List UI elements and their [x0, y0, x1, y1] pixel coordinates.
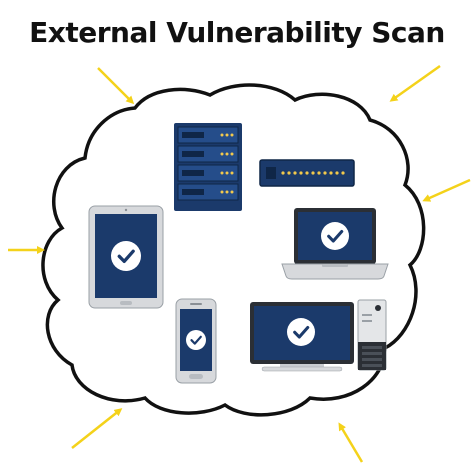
arrow-icon: [338, 422, 364, 463]
desktop-monitor-icon: [250, 302, 354, 372]
desktop-tower-icon: [357, 299, 387, 371]
arrow-icon: [71, 408, 123, 449]
network-switch-icon: [259, 159, 355, 187]
arrow-icon: [422, 178, 471, 202]
server-rack-icon: [174, 123, 242, 211]
arrow-icon: [389, 64, 441, 102]
smartphone-icon: [175, 298, 217, 384]
page-title: External Vulnerability Scan: [29, 16, 445, 49]
checkmark-icon: [109, 239, 143, 273]
arrow-icon: [97, 67, 135, 105]
laptop-icon: [281, 208, 389, 280]
tablet-icon: [88, 205, 164, 309]
checkmark-icon: [285, 316, 317, 348]
scan-arrows: [8, 64, 471, 463]
checkmark-icon: [319, 220, 351, 252]
checkmark-icon: [184, 328, 208, 352]
